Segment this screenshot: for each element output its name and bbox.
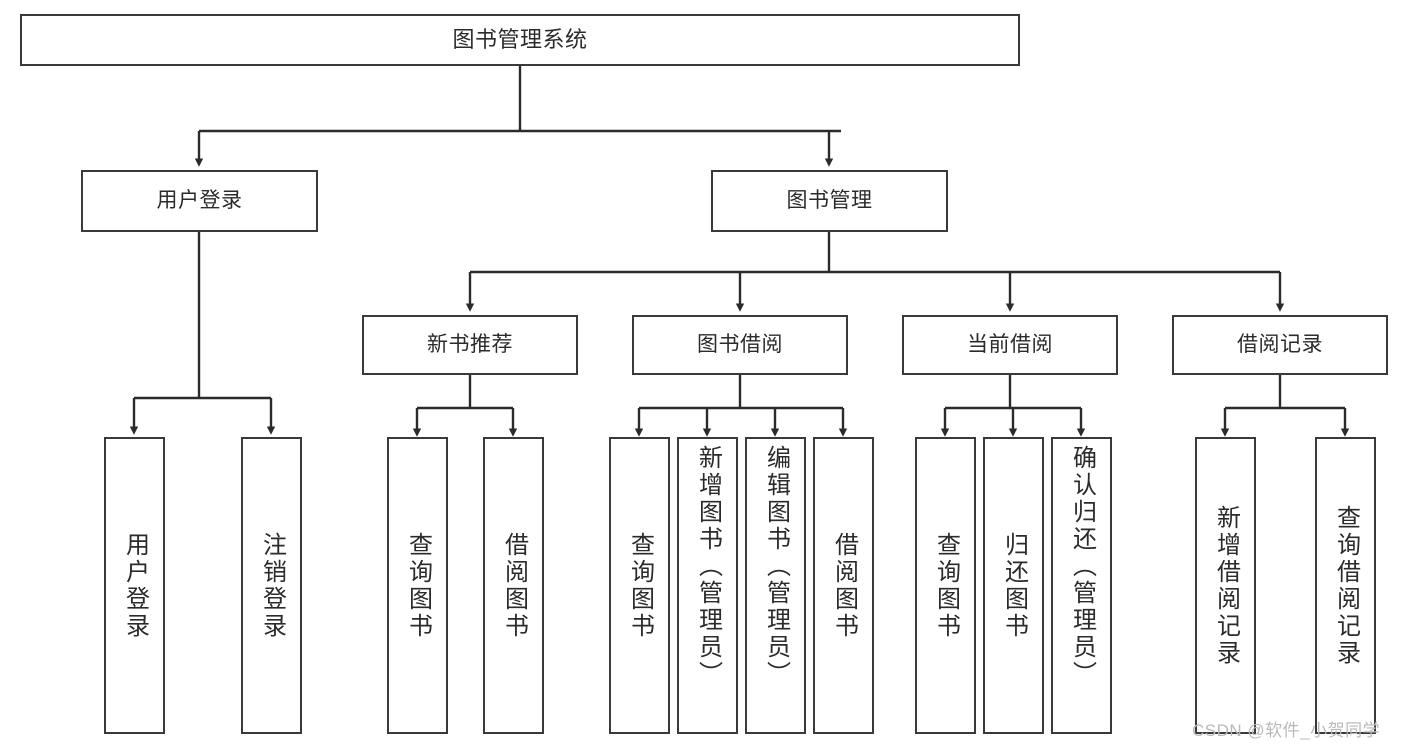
leaf-query-book-current[interactable]: 查询图书 xyxy=(915,437,976,734)
node-label: 图书借阅 xyxy=(697,333,783,357)
node-label: 当前借阅 xyxy=(967,333,1053,357)
node-label: 用户登录 xyxy=(121,531,149,640)
leaf-borrow-book[interactable]: 借阅图书 xyxy=(813,437,874,734)
node-label: 确认归还（管理员） xyxy=(1068,445,1096,688)
node-label: 新增借阅记录 xyxy=(1212,504,1240,667)
node-book-borrow[interactable]: 图书借阅 xyxy=(632,315,848,375)
node-book-management[interactable]: 图书管理 xyxy=(711,170,948,232)
leaf-add-book-admin[interactable]: 新增图书（管理员） xyxy=(677,437,738,734)
leaf-borrow-book-recommend[interactable]: 借阅图书 xyxy=(483,437,544,734)
node-label: 新书推荐 xyxy=(427,333,513,357)
node-label: 图书管理系统 xyxy=(452,26,588,52)
node-label: 归还图书 xyxy=(1000,531,1028,640)
leaf-query-book-borrow[interactable]: 查询图书 xyxy=(609,437,670,734)
leaf-query-book-recommend[interactable]: 查询图书 xyxy=(387,437,448,734)
leaf-return-book[interactable]: 归还图书 xyxy=(983,437,1044,734)
leaf-user-login[interactable]: 用户登录 xyxy=(104,437,165,734)
node-label: 用户登录 xyxy=(156,189,243,213)
node-current-borrow[interactable]: 当前借阅 xyxy=(902,315,1118,375)
node-root-book-management-system[interactable]: 图书管理系统 xyxy=(20,14,1020,66)
leaf-query-borrow-record[interactable]: 查询借阅记录 xyxy=(1315,437,1376,734)
leaf-logout[interactable]: 注销登录 xyxy=(241,437,302,734)
leaf-edit-book-admin[interactable]: 编辑图书（管理员） xyxy=(745,437,806,734)
node-new-book-recommend[interactable]: 新书推荐 xyxy=(362,315,578,375)
node-label: 新增图书（管理员） xyxy=(694,445,722,688)
node-label: 注销登录 xyxy=(258,531,286,640)
node-borrow-record[interactable]: 借阅记录 xyxy=(1172,315,1388,375)
node-label: 编辑图书（管理员） xyxy=(762,445,790,688)
node-label: 查询图书 xyxy=(404,531,432,640)
csdn-watermark: CSDN @软件_小贺同学 xyxy=(1192,721,1381,740)
leaf-confirm-return-admin[interactable]: 确认归还（管理员） xyxy=(1051,437,1112,734)
node-label: 查询图书 xyxy=(626,531,654,640)
node-label: 借阅图书 xyxy=(500,531,528,640)
node-label: 图书管理 xyxy=(786,189,873,213)
node-label: 借阅记录 xyxy=(1237,333,1323,357)
node-label: 查询图书 xyxy=(932,531,960,640)
node-label: 查询借阅记录 xyxy=(1332,504,1360,667)
node-user-login[interactable]: 用户登录 xyxy=(81,170,318,232)
node-label: 借阅图书 xyxy=(830,531,858,640)
leaf-add-borrow-record[interactable]: 新增借阅记录 xyxy=(1195,437,1256,734)
